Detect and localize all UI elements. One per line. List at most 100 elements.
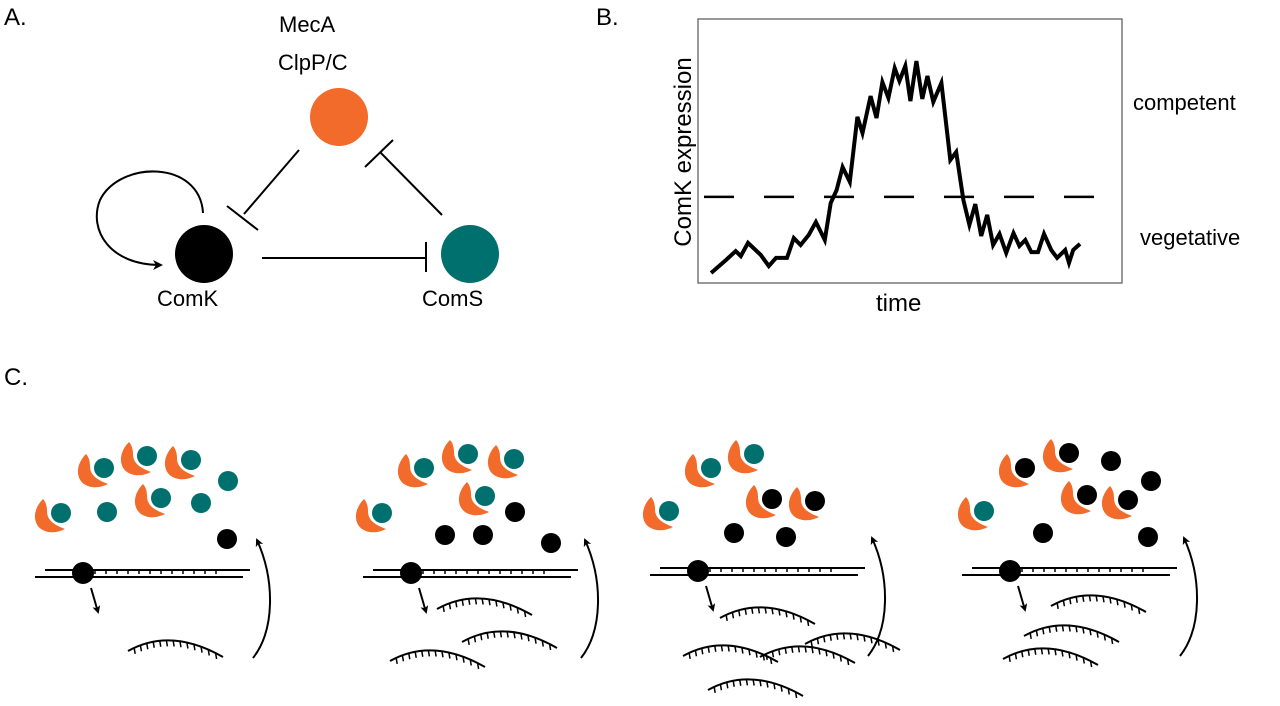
mrna-base	[804, 646, 807, 653]
mrna-base	[792, 613, 795, 620]
mrna-base	[395, 657, 398, 664]
meca-protein	[487, 445, 518, 479]
mrna-base	[1068, 652, 1071, 659]
mrna-base	[891, 645, 895, 653]
mrna-base	[541, 640, 545, 647]
meca-protein	[120, 442, 151, 476]
coms-protein-bound	[51, 503, 71, 523]
mrna-transcript	[1050, 594, 1147, 615]
transcription-arrow	[705, 585, 716, 612]
comk-protein-bound	[762, 489, 782, 509]
mrna-base	[829, 634, 832, 641]
mrna-base	[448, 652, 451, 659]
comk-bound-promoter	[72, 562, 94, 584]
mrna-base	[200, 646, 203, 653]
mrna-base	[818, 648, 821, 655]
meca-label-line1: MecA	[279, 12, 336, 37]
mrna-base	[1075, 654, 1078, 661]
mrna-base	[713, 686, 716, 693]
mrna-base	[784, 647, 787, 654]
mrna-base	[1089, 660, 1093, 668]
mrna-base	[714, 645, 717, 652]
mrna-base	[744, 608, 747, 615]
comk-protein-free	[776, 527, 796, 547]
mrna-base	[548, 643, 552, 651]
meca-represses-comk	[226, 149, 300, 231]
mrna-transcript	[1023, 624, 1120, 645]
panel-b-label: B.	[596, 4, 619, 31]
mrna-base	[133, 647, 136, 654]
comk-bound-promoter	[999, 560, 1021, 582]
mrna-base	[1130, 604, 1134, 611]
coms-protein-bound	[701, 458, 721, 478]
mrna-base	[741, 647, 744, 654]
mrna-base	[1082, 657, 1086, 664]
mrna-transcript	[389, 649, 486, 670]
comk-protein-free	[1033, 523, 1053, 543]
stage-4	[957, 439, 1198, 668]
mrna-base	[1061, 625, 1065, 632]
mrna-base	[506, 631, 509, 638]
mrna-base	[441, 651, 444, 658]
mrna-base	[811, 647, 814, 654]
mrna-base	[1035, 630, 1039, 637]
mrna-base	[1014, 653, 1018, 660]
mrna-base	[694, 650, 698, 657]
x-axis-label: time	[876, 290, 922, 317]
translation-feedback-arrow	[580, 538, 599, 659]
mrna-base	[725, 614, 728, 621]
mrna-base	[810, 640, 813, 647]
mrna-base	[408, 653, 411, 660]
mrna-base	[1054, 649, 1057, 656]
expression-chart	[697, 18, 1123, 284]
mrna-base	[1123, 601, 1126, 608]
comk-self-activation-arrow	[95, 170, 204, 270]
comk-protein-bound	[1077, 485, 1097, 505]
meca-protein	[1042, 439, 1073, 473]
mrna-base	[816, 638, 820, 645]
comk-represses-coms	[262, 242, 427, 272]
mrna-base	[780, 685, 783, 692]
mrna-base	[719, 684, 723, 691]
mrna-transcript	[804, 632, 901, 653]
dna-gene	[363, 562, 578, 614]
mrna-base	[1042, 628, 1045, 635]
coms-protein-bound	[974, 501, 994, 521]
mrna-transcript	[719, 606, 816, 627]
coms-protein-free	[97, 502, 117, 522]
meca-protein	[642, 497, 673, 531]
mrna-base	[207, 649, 211, 656]
mrna-base	[1110, 637, 1114, 645]
mrna-base	[1061, 650, 1064, 657]
mrna-base	[863, 635, 866, 642]
mrna-base	[734, 646, 737, 653]
meca-protein	[397, 454, 428, 488]
mrna-base	[839, 655, 843, 662]
mrna-base	[1048, 626, 1051, 633]
coms-protein-bound	[414, 458, 434, 478]
mrna-base	[186, 642, 189, 649]
mrna-base	[502, 602, 505, 609]
comk-protein-free	[541, 533, 561, 553]
meca-protein	[745, 485, 776, 519]
panel-c-label: C.	[4, 364, 28, 391]
comk-protein-free	[505, 502, 525, 522]
meca-protein	[77, 454, 108, 488]
transcription-arrow	[418, 587, 429, 614]
mrna-base	[752, 679, 755, 686]
coms-protein-bound	[181, 450, 201, 470]
mrna-base	[769, 657, 773, 665]
mrna-base	[778, 649, 781, 656]
meca-protein	[458, 482, 489, 516]
mrna-base	[1096, 631, 1099, 638]
mrna-base	[427, 650, 431, 657]
mrna-base	[414, 651, 417, 658]
comk-protein-free	[724, 523, 744, 543]
mrna-base	[764, 607, 767, 614]
comk-protein-free	[435, 525, 455, 545]
coms-protein-bound	[475, 486, 495, 506]
mrna-base	[146, 643, 149, 650]
mrna-transcript	[707, 678, 804, 699]
mrna-base	[771, 608, 774, 615]
mrna-base	[139, 645, 143, 652]
